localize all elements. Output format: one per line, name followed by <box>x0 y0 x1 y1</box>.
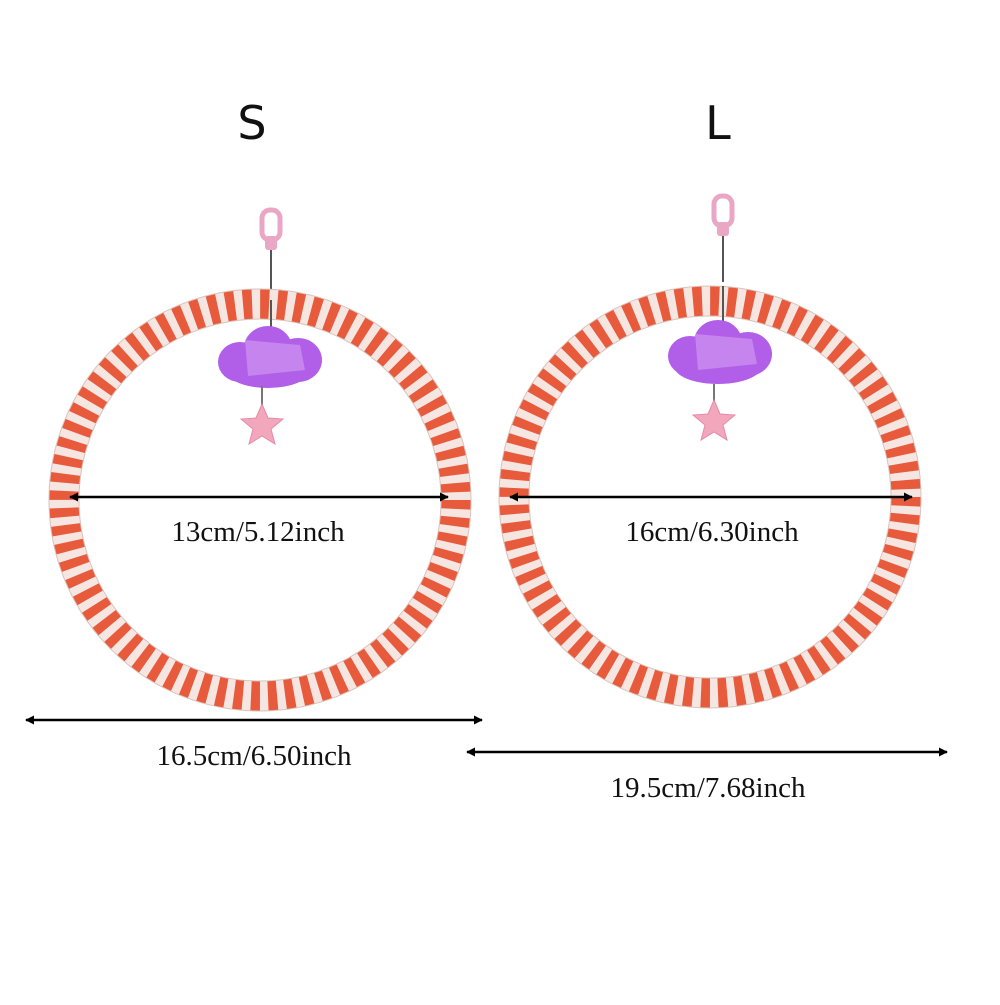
swivel-clip-icon <box>259 207 283 296</box>
inner-diameter-l: 16cm/6.30inch <box>625 516 799 548</box>
charm-l <box>668 286 772 442</box>
ring-l-hardware <box>711 193 735 282</box>
size-label-l: L <box>705 96 731 150</box>
outer-width-s: 16.5cm/6.50inch <box>156 740 352 772</box>
star-charm-icon <box>239 402 285 446</box>
cloud-charm-icon <box>668 320 772 384</box>
swivel-clip-icon <box>711 193 735 282</box>
inner-diameter-s: 13cm/5.12inch <box>171 516 345 548</box>
size-label-s: S <box>237 96 267 150</box>
charm-s <box>218 300 322 446</box>
star-charm-icon <box>691 398 737 442</box>
ring-s-hardware <box>259 207 283 296</box>
outer-width-l: 19.5cm/7.68inch <box>610 772 806 804</box>
cloud-charm-icon <box>218 326 322 388</box>
